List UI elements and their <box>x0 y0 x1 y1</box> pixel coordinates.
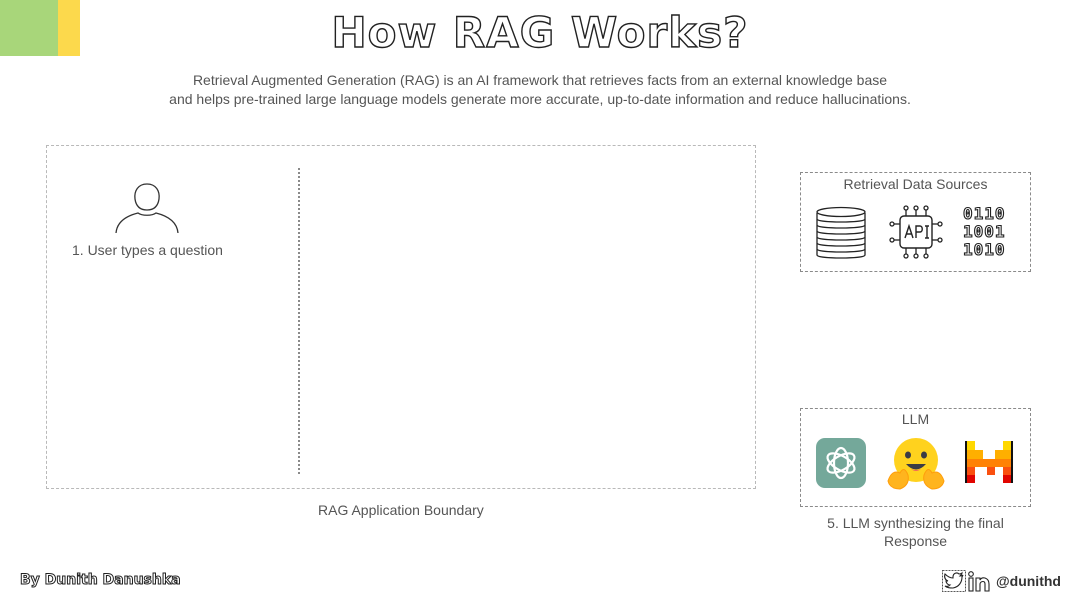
retrieval-data-sources-box: Retrieval Data Sources 01 <box>800 172 1031 272</box>
user-silhouette-icon <box>115 183 179 234</box>
subtitle-line-2: and helps pre-trained large language mod… <box>169 91 911 107</box>
page-title: How RAG Works? <box>331 7 749 57</box>
sources-title: Retrieval Data Sources <box>843 176 988 192</box>
huggingface-logo-icon <box>887 438 945 490</box>
page-subtitle: Retrieval Augmented Generation (RAG) is … <box>0 71 1080 109</box>
binary-data-icon: 0110 1001 1010 <box>962 204 1023 259</box>
binary-line-3: 1010 <box>962 240 1006 259</box>
boundary-label: RAG Application Boundary <box>318 502 484 518</box>
llm-box: LLM <box>800 408 1031 507</box>
llm-title: LLM <box>901 411 930 427</box>
linkedin-icon[interactable] <box>968 571 990 592</box>
subtitle-line-1: Retrieval Augmented Generation (RAG) is … <box>192 72 888 88</box>
binary-line-1: 0110 <box>962 204 1006 223</box>
boundary-divider <box>298 168 300 474</box>
openai-logo-icon <box>816 438 866 488</box>
social-handle[interactable]: @dunithd <box>996 573 1061 589</box>
twitter-icon[interactable] <box>942 570 966 592</box>
step-5-label: 5. LLM synthesizing the final Response <box>800 514 1031 550</box>
database-icon <box>816 206 866 259</box>
mistral-logo-icon <box>965 441 1013 483</box>
rag-application-boundary <box>46 145 756 489</box>
step-5-line-2: Response <box>883 533 948 549</box>
api-chip-icon <box>889 205 943 259</box>
step-5-line-1: 5. LLM synthesizing the final <box>827 515 1004 531</box>
author-credit: By Dunith Danushka <box>20 572 182 589</box>
corner-accent-green <box>0 0 58 56</box>
binary-line-2: 1001 <box>962 222 1006 241</box>
corner-accent-yellow <box>58 0 80 56</box>
step-1-label: 1. User types a question <box>72 242 223 258</box>
